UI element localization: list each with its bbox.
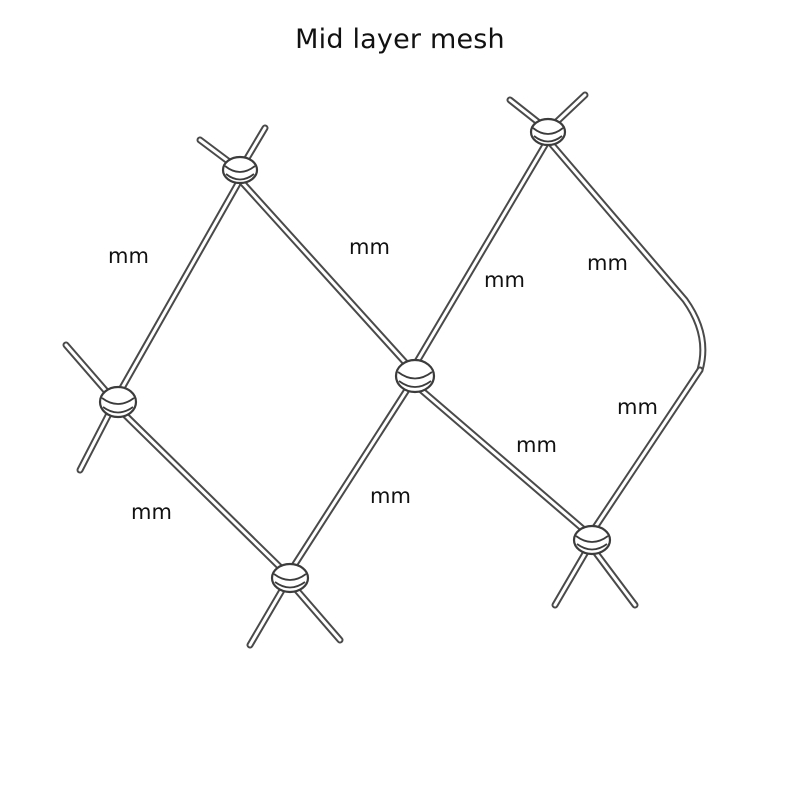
label-upper-left: mm bbox=[108, 244, 149, 268]
mesh-wires bbox=[62, 91, 707, 649]
knot-center bbox=[394, 358, 436, 394]
label-lower-center-right: mm bbox=[516, 433, 557, 457]
knot-left bbox=[98, 385, 138, 419]
knot-top-right bbox=[529, 117, 567, 147]
label-lower-left: mm bbox=[131, 500, 172, 524]
label-upper-right: mm bbox=[587, 251, 628, 275]
mesh-knots bbox=[98, 117, 612, 594]
label-upper-center-right: mm bbox=[484, 268, 525, 292]
knot-bottom-left bbox=[270, 562, 310, 594]
diagram-title: Mid layer mesh bbox=[295, 24, 505, 55]
knot-top-left bbox=[221, 155, 259, 185]
knot-bottom-right bbox=[572, 524, 612, 556]
label-right-side: mm bbox=[617, 395, 658, 419]
label-upper-middle: mm bbox=[349, 235, 390, 259]
label-lower-middle: mm bbox=[370, 484, 411, 508]
